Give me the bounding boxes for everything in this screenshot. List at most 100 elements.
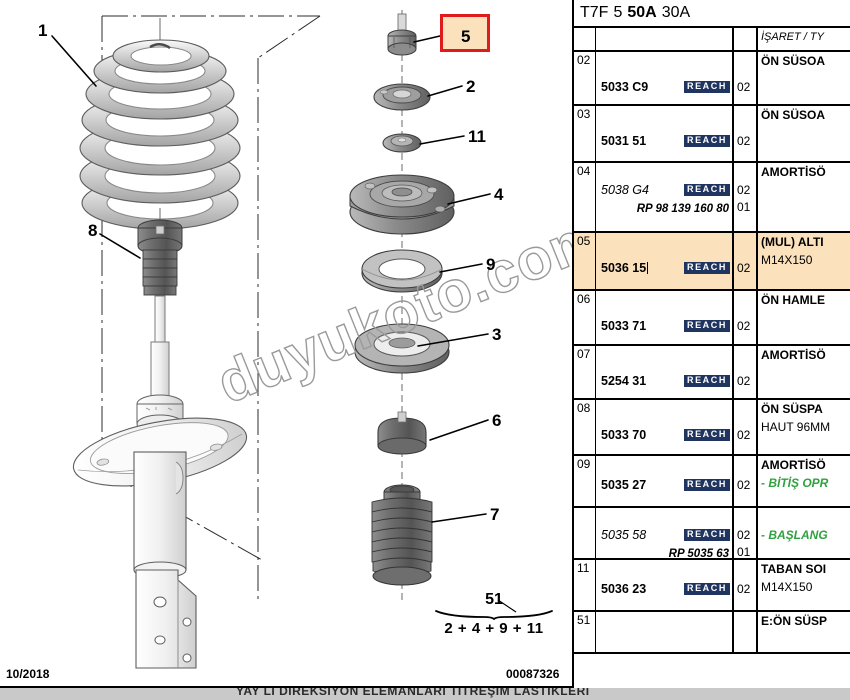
- assembly-number: 51: [485, 591, 503, 608]
- description-line: AMORTİSÖ: [761, 348, 826, 362]
- quantity-value-secondary: 01: [737, 200, 751, 214]
- spring-upper-seat-graphic: [354, 323, 450, 374]
- callout-11: 11: [468, 127, 486, 146]
- drawing-number: 00087326: [506, 667, 560, 681]
- part-number-cell[interactable]: [596, 612, 734, 652]
- callout-5: 5: [461, 27, 471, 46]
- strut-nut-graphic: [387, 13, 417, 56]
- quantity-value-secondary: 01: [737, 545, 751, 559]
- callout-6: 6: [492, 411, 502, 430]
- quantity-cell: 02: [734, 400, 758, 454]
- callout-5-highlight-box[interactable]: 5: [440, 14, 490, 52]
- description-line: AMORTİSÖ: [761, 165, 826, 179]
- description-line: M14X150: [761, 580, 813, 594]
- replacement-reference-line: RP 98 139 160 80: [596, 199, 732, 215]
- row-index: 51: [574, 612, 596, 652]
- replacement-reference-line: RP 5035 63: [596, 544, 732, 560]
- quantity-cell: 02: [734, 456, 758, 506]
- part-number: 5035 27: [601, 478, 647, 492]
- table-row[interactable]: 51 E:ÖN SÜSP: [574, 612, 850, 654]
- quantity-value: 02: [737, 183, 751, 197]
- description-line: AMORTİSÖ: [761, 458, 826, 472]
- suspension-top-mount-graphic: [349, 174, 455, 235]
- row-index: 06: [574, 291, 596, 344]
- description-cell: AMORTİSÖ: [758, 346, 850, 398]
- part-number: 5036 23: [601, 582, 647, 596]
- row-index: 07: [574, 346, 596, 398]
- row-index: 09: [574, 456, 596, 506]
- row-index: 11: [574, 560, 596, 610]
- coil-spring-graphic: [79, 18, 241, 230]
- bump-stop-graphic: [137, 208, 183, 296]
- reach-badge: REACH: [683, 583, 730, 595]
- part-number-cell[interactable]: 5035 27 REACH: [596, 456, 734, 506]
- reach-badge: REACH: [683, 184, 730, 196]
- description-line: E:ÖN SÜSP: [761, 614, 828, 628]
- quantity-value: 02: [737, 261, 751, 275]
- callout-3: 3: [492, 325, 502, 344]
- code-prefix: T7F: [580, 4, 609, 21]
- description-cell: - BAŞLANG: [758, 508, 850, 558]
- row-index: 03: [574, 106, 596, 161]
- reach-badge: REACH: [683, 81, 730, 93]
- description-line: (MUL) ALTI: [761, 235, 824, 249]
- quantity-cell: 02: [734, 233, 758, 289]
- part-number: 5038 G4: [601, 183, 649, 197]
- table-row[interactable]: İŞARET / TY: [574, 28, 850, 52]
- description-cell: AMORTİSÖ- BİTİŞ OPR: [758, 456, 850, 506]
- description-cell: ÖN HAMLE: [758, 291, 850, 344]
- quantity-value: 02: [737, 319, 751, 333]
- description-cell: İŞARET / TY: [758, 28, 850, 50]
- quantity-cell: [734, 28, 758, 50]
- part-number: 5033 70: [601, 428, 647, 442]
- part-number: 5031 51: [601, 134, 647, 148]
- quantity-value: 02: [737, 134, 751, 148]
- quantity-value: 02: [737, 478, 751, 492]
- reach-badge: REACH: [683, 320, 730, 332]
- curly-brace-icon: [435, 610, 553, 620]
- assembly-group: 51 2 + 4 + 9 + 11: [432, 592, 556, 642]
- description-line: ÖN SÜSPA: [761, 402, 823, 416]
- quantity-cell: 02: [734, 52, 758, 104]
- code-bold: 50A: [627, 4, 657, 21]
- table-row[interactable]: 09 5035 27 REACH 02 AMORTİSÖ- BİTİŞ OPR: [574, 456, 850, 508]
- part-number-cell[interactable]: 5036 23 REACH: [596, 560, 734, 610]
- drawing-date: 10/2018: [6, 667, 50, 681]
- part-number-line: 5036 23 REACH: [596, 580, 732, 598]
- description-cell: ÖN SÜSOA: [758, 52, 850, 104]
- description-line: İŞARET / TY: [761, 31, 824, 43]
- callout-9: 9: [486, 255, 496, 274]
- dust-boot-graphic: [371, 484, 433, 586]
- part-number-cell[interactable]: [596, 28, 734, 50]
- description-cell: E:ÖN SÜSP: [758, 612, 850, 652]
- part-number-cell[interactable]: 5038 G4 REACH RP 98 139 160 80: [596, 163, 734, 231]
- reach-badge: REACH: [683, 479, 730, 491]
- strut-bearing-ring-graphic: [361, 249, 443, 293]
- code-suffix: 30A: [661, 4, 691, 21]
- upper-mount-plate-graphic: [373, 83, 431, 111]
